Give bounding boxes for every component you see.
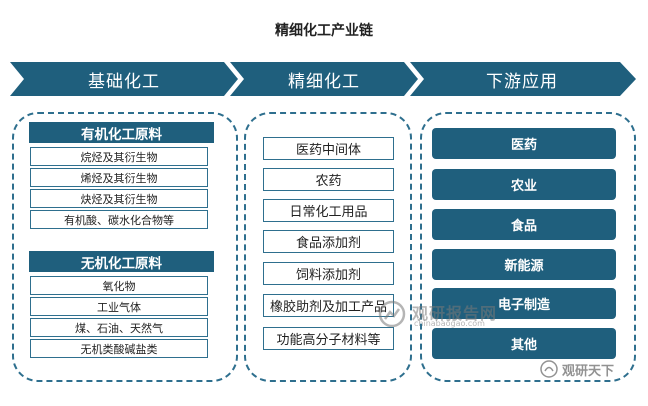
stage-downstream: 下游应用 (486, 71, 558, 92)
chevron-shape-downstream (410, 62, 636, 96)
organic-item: 烷烃及其衍生物 (30, 147, 208, 166)
inorganic-item: 氧化物 (30, 276, 208, 295)
downstream-item: 医药 (432, 128, 616, 159)
downstream-item: 农业 (432, 169, 616, 200)
fine-chemical-item: 饲料添加剂 (263, 262, 394, 285)
brand-watermark: 观研报告网 chinabaogao.com (378, 300, 518, 330)
downstream-item: 新能源 (432, 249, 616, 280)
stage-chevrons (10, 62, 636, 96)
fine-chemical-item: 日常化工用品 (263, 199, 394, 222)
organic-raw-materials-header: 有机化工原料 (29, 122, 214, 143)
inorganic-item: 无机类酸碱盐类 (30, 339, 208, 358)
brand-watermark-url: chinabaogao.com (414, 319, 485, 328)
downstream-item: 其他 (432, 328, 616, 359)
chevron-shape-basic (10, 62, 238, 96)
platform-logo-icon (540, 360, 558, 378)
platform-watermark-name: 观研天下 (562, 364, 615, 379)
platform-watermark: 观研天下 (540, 358, 640, 380)
downstream-item: 电子制造 (432, 288, 616, 319)
chevron-shape-fine (230, 62, 418, 96)
fine-chemical-item: 橡胶助剂及加工产品 (263, 294, 394, 317)
organic-item: 烯烃及其衍生物 (30, 168, 208, 187)
fine-chemical-item: 农药 (263, 168, 394, 191)
organic-item: 炔烃及其衍生物 (30, 189, 208, 208)
downstream-item: 食品 (432, 209, 616, 240)
brand-watermark-name: 观研报告网 (412, 304, 498, 323)
fine-chemical-item: 功能高分子材料等 (263, 327, 394, 350)
fine-chemical-item: 医药中间体 (263, 137, 394, 160)
brand-logo-icon (378, 300, 406, 328)
basic-chemical-panel (12, 112, 238, 382)
inorganic-raw-materials-header: 无机化工原料 (29, 251, 214, 272)
diagram-title: 精细化工产业链 (275, 23, 373, 39)
downstream-panel (420, 112, 636, 382)
stage-basic-chemical: 基础化工 (88, 71, 160, 92)
fine-chemical-item: 食品添加剂 (263, 230, 394, 253)
fine-chemical-panel (244, 112, 412, 382)
organic-item: 有机酸、碳水化合物等 (30, 210, 208, 229)
stage-fine-chemical: 精细化工 (288, 71, 360, 92)
inorganic-item: 煤、石油、天然气 (30, 318, 208, 337)
inorganic-item: 工业气体 (30, 297, 208, 316)
